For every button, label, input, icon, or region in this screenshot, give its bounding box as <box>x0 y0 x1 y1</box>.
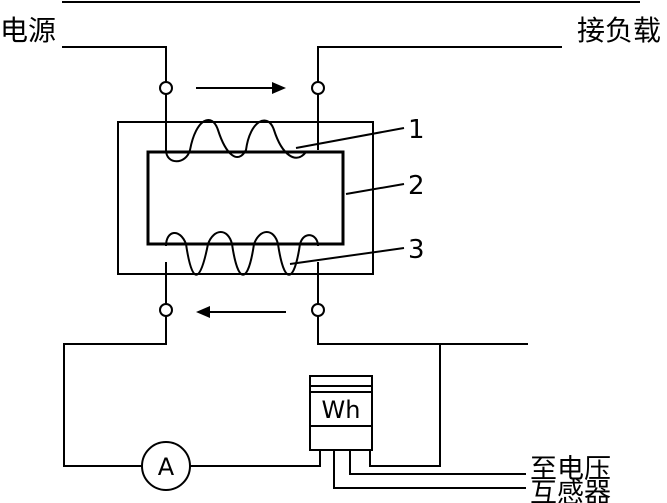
arrow-left-icon <box>196 306 286 318</box>
load-wire <box>317 46 562 82</box>
primary-winding <box>165 119 307 163</box>
terminal-top-right <box>311 81 325 95</box>
top-wiring <box>62 1 640 82</box>
core-inner-window <box>146 150 345 246</box>
source-wire <box>62 46 167 82</box>
meter-label: Wh <box>322 396 361 424</box>
terminal-bottom-left <box>159 303 173 317</box>
voltage-transformer-label-line1: 至电压 <box>530 454 611 485</box>
terminal-top-left <box>159 81 173 95</box>
ammeter-label: A <box>158 453 175 481</box>
part-label-2: 2 <box>408 171 425 201</box>
ammeter <box>141 441 191 491</box>
part-label-3: 3 <box>408 235 425 265</box>
leader-1 <box>295 127 405 149</box>
voltage-transformer-label-line2: 互感器 <box>530 478 611 503</box>
part-label-1: 1 <box>408 115 425 145</box>
terminal-bottom-right <box>311 303 325 317</box>
source-label: 电源 <box>0 14 56 47</box>
secondary-circuit <box>63 316 528 489</box>
leader-3 <box>289 247 405 265</box>
load-label: 接负载 <box>577 14 661 47</box>
leader-2 <box>345 183 405 195</box>
secondary-winding <box>165 231 319 276</box>
core-outer <box>117 121 374 275</box>
watt-hour-meter: Wh <box>309 375 373 451</box>
arrow-right-icon <box>196 82 286 94</box>
